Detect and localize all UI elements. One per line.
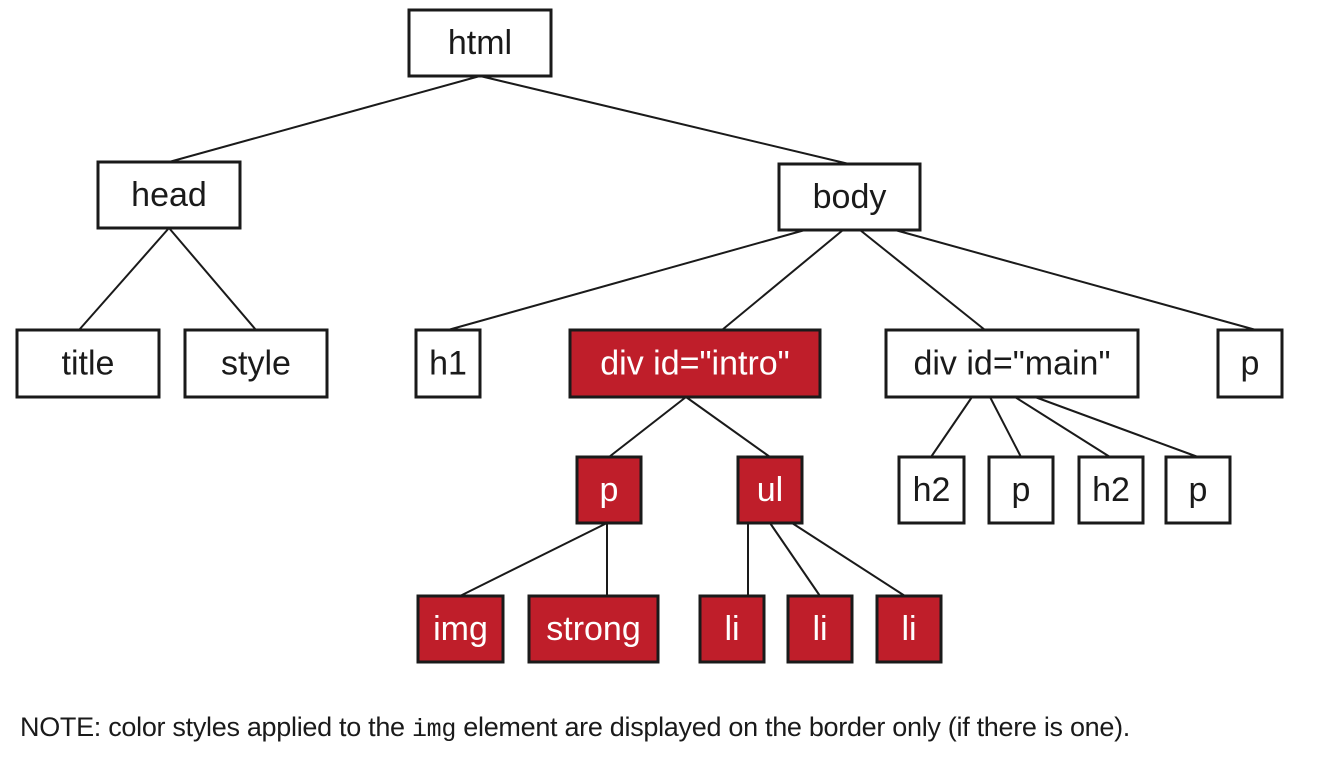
edge-html-to-head <box>168 75 481 163</box>
node-li-b: li <box>786 594 854 664</box>
edge-body-to-div-intro <box>721 229 844 331</box>
node-box-head <box>96 160 242 230</box>
edge-div-main-to-p-main-b <box>1034 396 1199 458</box>
node-label-strong: strong <box>546 610 641 648</box>
node-box-strong <box>527 594 660 664</box>
node-ul: ul <box>736 455 804 525</box>
node-label-div-main: div id="main" <box>913 345 1110 383</box>
node-label-p-main-a: p <box>1012 471 1031 509</box>
node-html: html <box>407 8 553 78</box>
node-box-p-intro <box>575 455 643 525</box>
node-box-body <box>777 162 922 232</box>
edge-body-to-p-body <box>894 229 1257 331</box>
node-label-img: img <box>433 610 488 648</box>
node-box-li-c <box>875 594 943 664</box>
node-title: title <box>15 328 161 399</box>
node-label-h2-a: h2 <box>913 471 951 509</box>
edge-div-main-to-h2-a <box>930 396 973 458</box>
node-p-main-b: p <box>1164 455 1232 525</box>
node-box-p-main-b <box>1164 455 1232 525</box>
node-label-li-b: li <box>812 610 827 648</box>
edge-div-intro-to-p-intro <box>608 396 687 458</box>
node-label-html: html <box>448 24 512 62</box>
edge-head-to-title <box>78 227 170 331</box>
node-label-h1: h1 <box>429 345 467 383</box>
node-box-html <box>407 8 553 78</box>
node-label-p-intro: p <box>600 471 619 509</box>
node-label-h2-b: h2 <box>1092 471 1130 509</box>
node-strong: strong <box>527 594 660 664</box>
node-label-title: title <box>62 345 115 383</box>
node-box-ul <box>736 455 804 525</box>
edge-div-main-to-h2-b <box>1014 396 1111 458</box>
node-box-title <box>15 328 161 399</box>
footnote-text-after: element are displayed on the border only… <box>456 712 1130 742</box>
edge-body-to-h1 <box>447 229 806 331</box>
node-li-a: li <box>698 594 766 664</box>
node-box-h1 <box>414 328 482 399</box>
edge-html-to-body <box>479 75 850 165</box>
node-div-main: div id="main" <box>884 328 1140 399</box>
node-box-li-a <box>698 594 766 664</box>
edge-div-intro-to-ul <box>685 396 771 458</box>
node-box-style <box>183 328 329 399</box>
node-p-intro: p <box>575 455 643 525</box>
edge-ul-to-li-c <box>791 522 906 597</box>
node-label-body: body <box>813 178 887 216</box>
edge-body-to-div-main <box>859 229 986 331</box>
edge-ul-to-li-b <box>769 522 821 597</box>
node-head: head <box>96 160 242 230</box>
footnote: NOTE: color styles applied to the img el… <box>20 712 1130 744</box>
node-box-h2-b <box>1077 455 1145 525</box>
node-box-li-b <box>786 594 854 664</box>
node-div-intro: div id="intro" <box>568 328 822 399</box>
node-img: img <box>416 594 505 664</box>
edge-div-main-to-p-main-a <box>989 396 1022 458</box>
node-label-p-body: p <box>1241 345 1260 383</box>
node-body: body <box>777 162 922 232</box>
node-style: style <box>183 328 329 399</box>
node-p-main-a: p <box>987 455 1055 525</box>
node-label-li-a: li <box>724 610 739 648</box>
node-h2-b: h2 <box>1077 455 1145 525</box>
edge-head-to-style <box>168 227 257 331</box>
node-h1: h1 <box>414 328 482 399</box>
footnote-code: img <box>411 715 457 744</box>
node-p-body: p <box>1216 328 1284 399</box>
node-label-style: style <box>221 345 291 383</box>
footnote-text-before: NOTE: color styles applied to the <box>20 712 412 742</box>
node-label-div-intro: div id="intro" <box>600 345 790 383</box>
node-box-p-main-a <box>987 455 1055 525</box>
dom-tree-diagram: html head body title style h1 div id="intro" di… <box>15 8 1284 664</box>
node-box-h2-a <box>897 455 966 525</box>
node-label-p-main-b: p <box>1189 471 1208 509</box>
node-box-div-intro <box>568 328 822 399</box>
node-label-ul: ul <box>757 471 783 509</box>
node-label-li-c: li <box>901 610 916 648</box>
node-li-c: li <box>875 594 943 664</box>
node-box-p-body <box>1216 328 1284 399</box>
node-box-div-main <box>884 328 1140 399</box>
node-box-img <box>416 594 505 664</box>
node-h2-a: h2 <box>897 455 966 525</box>
edge-p-intro-to-img <box>459 522 608 597</box>
node-label-head: head <box>131 176 207 214</box>
